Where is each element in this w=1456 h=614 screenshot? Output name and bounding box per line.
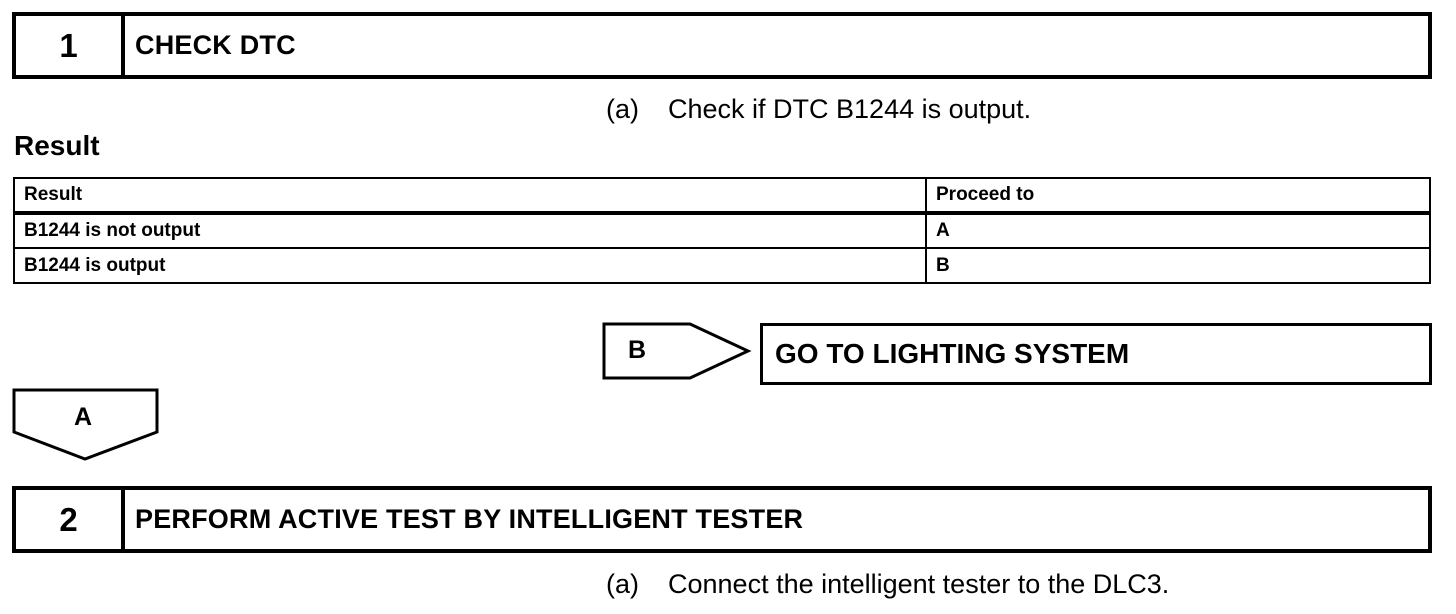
step-1-title: CHECK DTC (135, 30, 296, 60)
step-2-instruction-text: Connect the intelligent tester to the DL… (668, 569, 1170, 599)
result-table: Result Proceed to B1244 is not output A … (13, 177, 1431, 284)
branch-a-arrow-icon (12, 388, 159, 461)
branch-b-label: B (628, 336, 647, 364)
step-2-title: PERFORM ACTIVE TEST BY INTELLIGENT TESTE… (135, 504, 804, 534)
table-cell-result: B1244 is not output (13, 212, 927, 249)
table-row: B1244 is not output A (13, 212, 1431, 249)
table-header-proceed-to: Proceed to (925, 177, 1431, 215)
step-1-instruction-marker: (a) (606, 94, 639, 124)
branch-b-destination-text: GO TO LIGHTING SYSTEM (775, 338, 1130, 369)
step-2-header: 2 PERFORM ACTIVE TEST BY INTELLIGENT TES… (12, 486, 1432, 553)
branch-a-label: A (74, 403, 93, 431)
branch-b-arrow-icon (602, 322, 752, 380)
step-1-header: 1 CHECK DTC (12, 12, 1432, 79)
step-1-number: 1 (16, 16, 125, 75)
table-cell-result: B1244 is output (13, 247, 927, 284)
table-row: B1244 is output B (13, 247, 1431, 284)
table-cell-proceed-to: B (925, 247, 1431, 284)
step-1-instruction-text: Check if DTC B1244 is output. (668, 94, 1032, 124)
table-header-row: Result Proceed to (13, 177, 1431, 215)
table-header-result: Result (13, 177, 927, 215)
step-2-instruction-marker: (a) (606, 569, 639, 599)
step-1-instruction: (a) Check if DTC B1244 is output. (606, 94, 1031, 125)
step-2-number: 2 (16, 490, 125, 549)
result-heading: Result (14, 130, 100, 161)
step-2-instruction: (a) Connect the intelligent tester to th… (606, 569, 1169, 600)
branch-b-destination: GO TO LIGHTING SYSTEM (760, 323, 1432, 385)
table-cell-proceed-to: A (925, 212, 1431, 249)
